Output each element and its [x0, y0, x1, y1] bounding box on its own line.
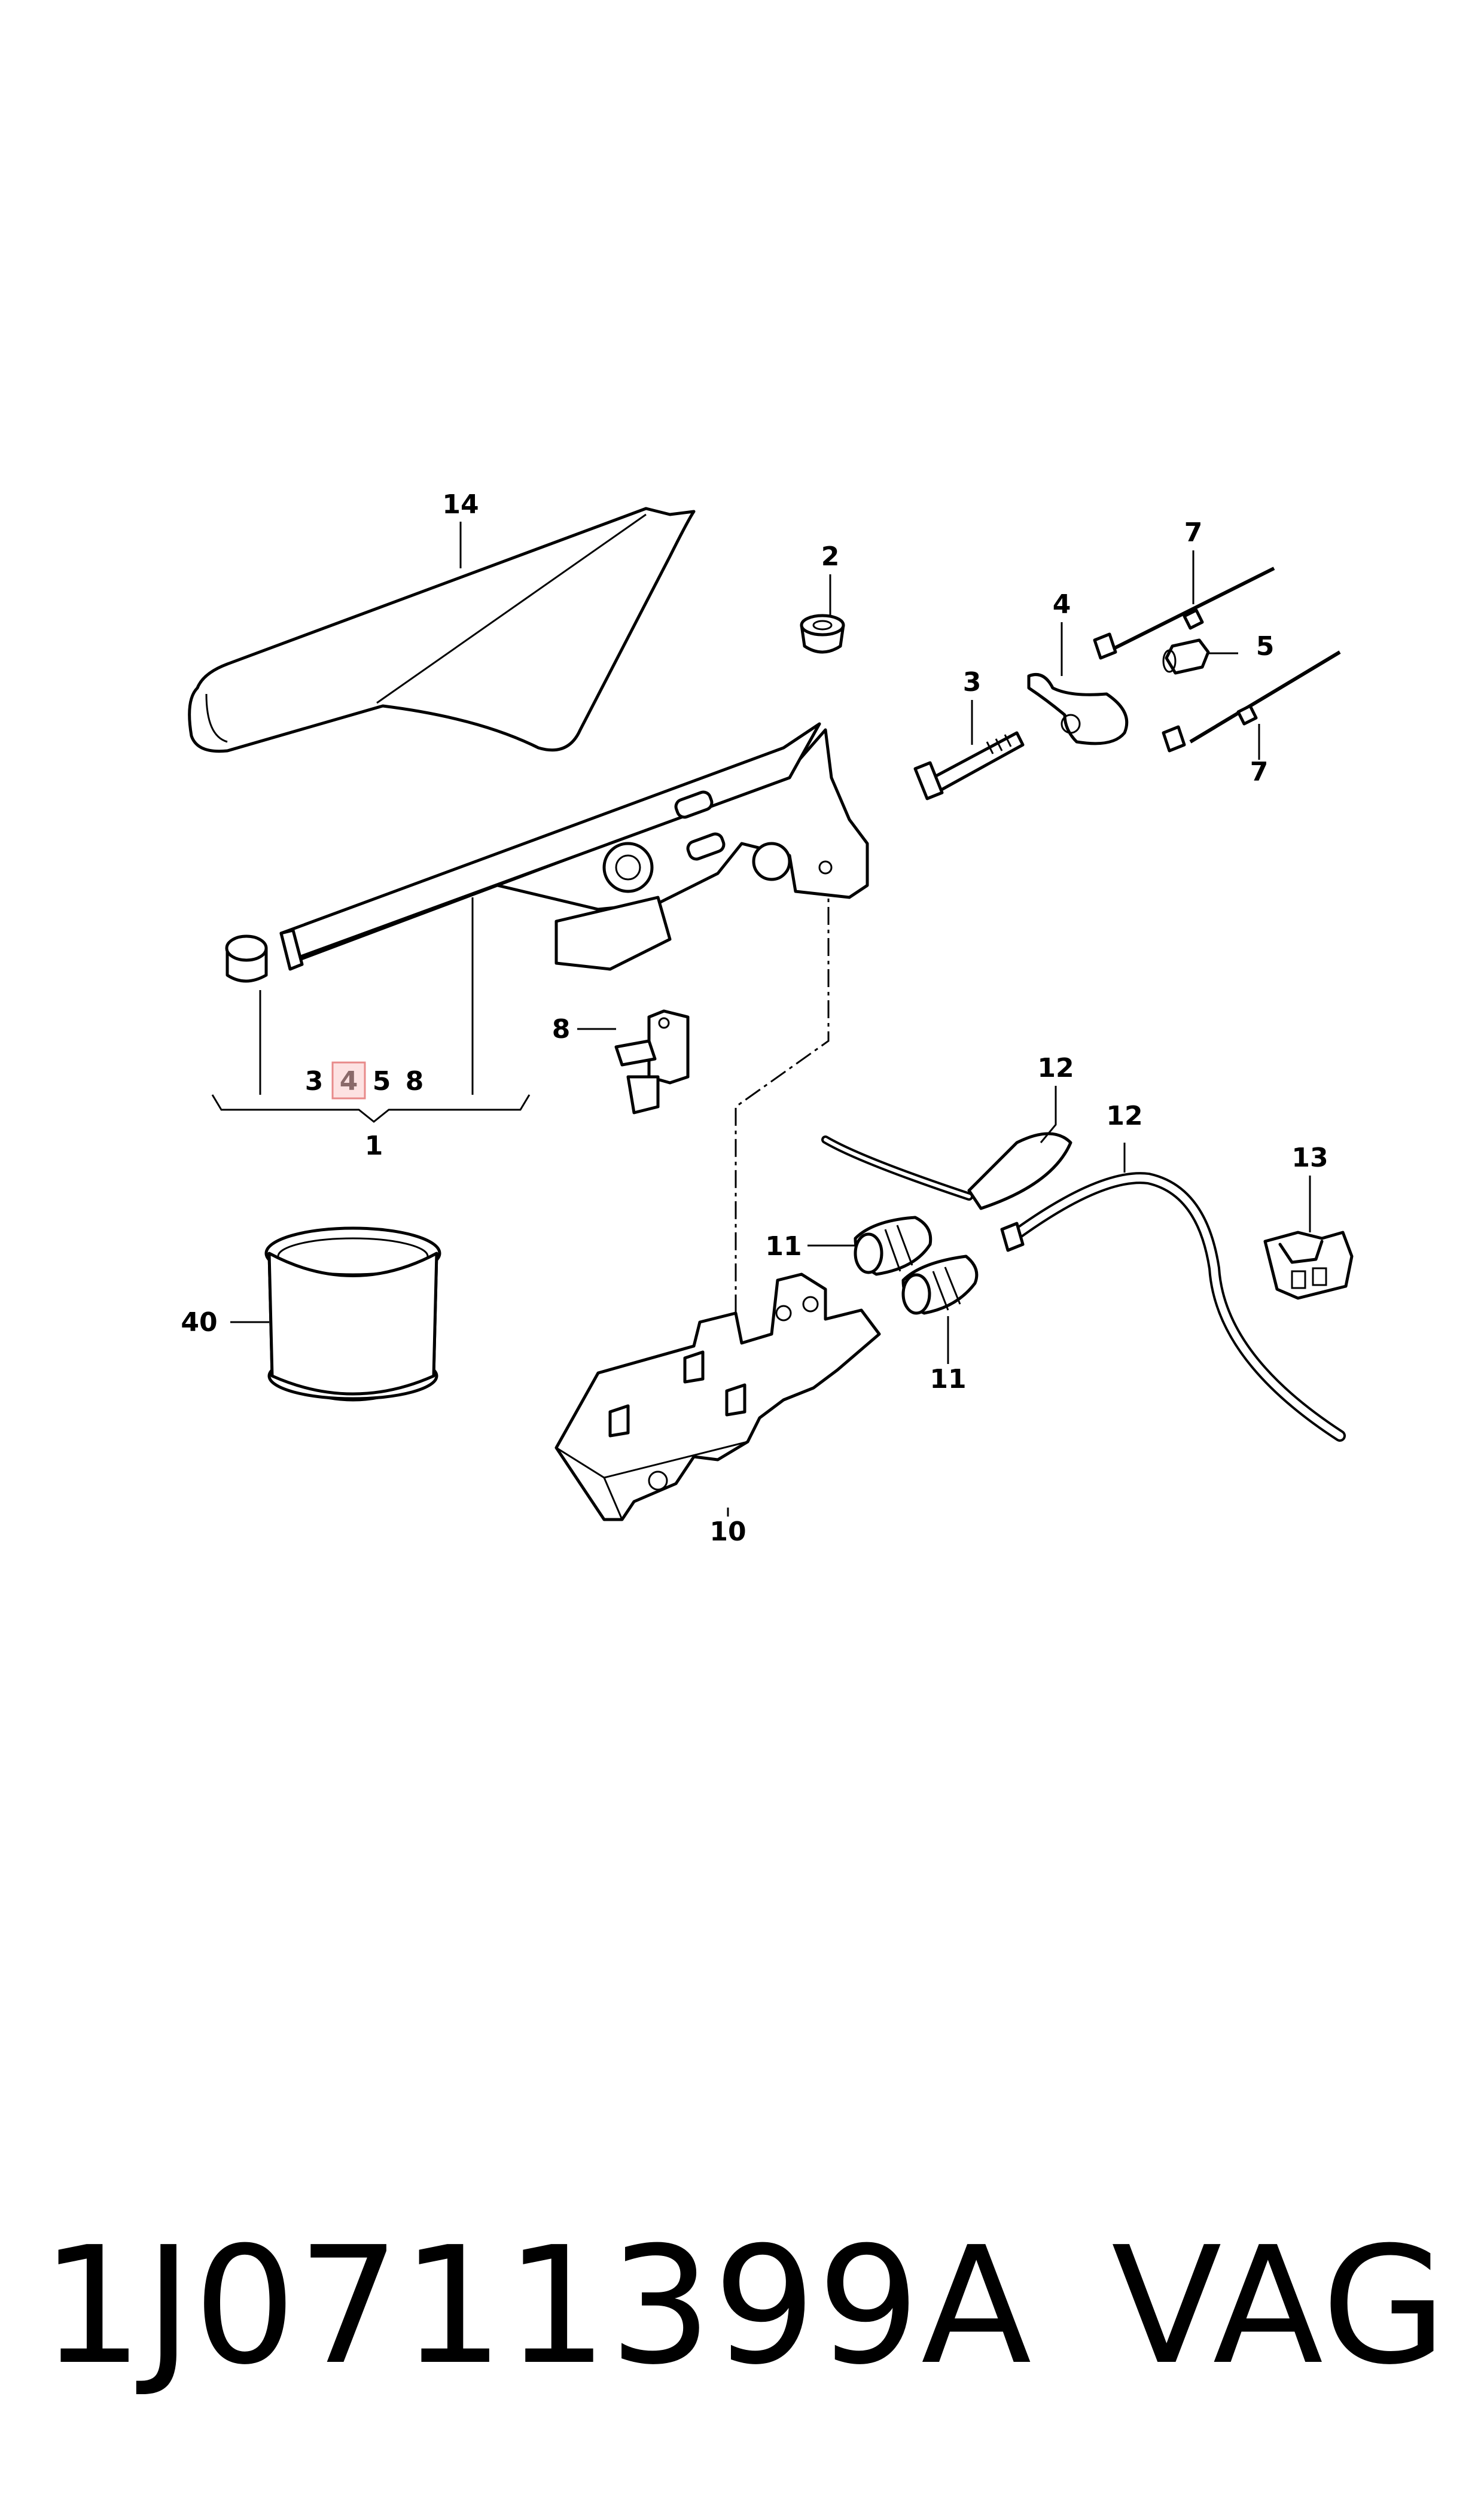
rubber-buffer-1[interactable] — [854, 1216, 933, 1276]
kit-item-5[interactable]: 5 — [373, 1066, 391, 1097]
adjuster-nut[interactable] — [1162, 638, 1210, 675]
callout-3[interactable]: 3 — [963, 667, 982, 698]
cable-equaliser[interactable] — [1027, 673, 1129, 745]
brake-cable-conduit[interactable] — [1000, 1172, 1346, 1442]
lever-end-cap[interactable] — [225, 934, 268, 983]
hex-nut[interactable] — [800, 614, 845, 654]
brake-cable-lower[interactable] — [1162, 650, 1341, 753]
kit-item-8[interactable]: 8 — [406, 1066, 424, 1097]
callout-11-b[interactable]: 11 — [930, 1364, 966, 1395]
pull-rod[interactable] — [913, 731, 1025, 800]
leader-lines — [230, 522, 1311, 1517]
kit-bracket — [211, 897, 531, 1123]
rubber-buffer-2[interactable] — [901, 1255, 979, 1315]
assembly-centerline — [735, 814, 830, 1376]
gaiter-pipe[interactable] — [821, 1132, 1072, 1210]
callout-12-a[interactable]: 12 — [1037, 1053, 1074, 1083]
callout-13[interactable]: 13 — [1291, 1143, 1328, 1173]
footer: 1J0711399A VAG — [0, 2225, 1484, 2405]
callout-4[interactable]: 4 — [1053, 589, 1071, 620]
callout-11-a[interactable]: 11 — [765, 1231, 802, 1262]
kit-item-3[interactable]: 3 — [305, 1066, 324, 1097]
callout-2[interactable]: 2 — [821, 541, 840, 572]
callout-8[interactable]: 8 — [552, 1014, 571, 1045]
handbrake-lever[interactable] — [279, 722, 869, 971]
brand-name: VAG — [1111, 2212, 1448, 2400]
part-number: 1J0711399A — [41, 2212, 1033, 2400]
highlight-box — [331, 1061, 366, 1100]
kit-item-4[interactable]: 4 — [340, 1066, 358, 1097]
callout-1[interactable]: 1 — [365, 1131, 383, 1161]
callout-10[interactable]: 10 — [709, 1517, 746, 1547]
retaining-clip[interactable] — [1263, 1231, 1354, 1300]
callout-14[interactable]: 14 — [442, 489, 479, 520]
sleeve-ring[interactable] — [264, 1226, 441, 1402]
callout-40[interactable]: 40 — [181, 1307, 217, 1338]
handbrake-grip[interactable] — [188, 507, 696, 753]
callout-5[interactable]: 5 — [1256, 631, 1275, 662]
brake-cable-upper[interactable] — [1093, 567, 1275, 660]
mounting-bracket[interactable] — [554, 1272, 881, 1521]
callout-7-upper[interactable]: 7 — [1184, 517, 1203, 548]
warning-switch[interactable] — [614, 1009, 690, 1115]
callout-7-lower[interactable]: 7 — [1250, 757, 1269, 787]
callout-12-b[interactable]: 12 — [1106, 1101, 1142, 1131]
